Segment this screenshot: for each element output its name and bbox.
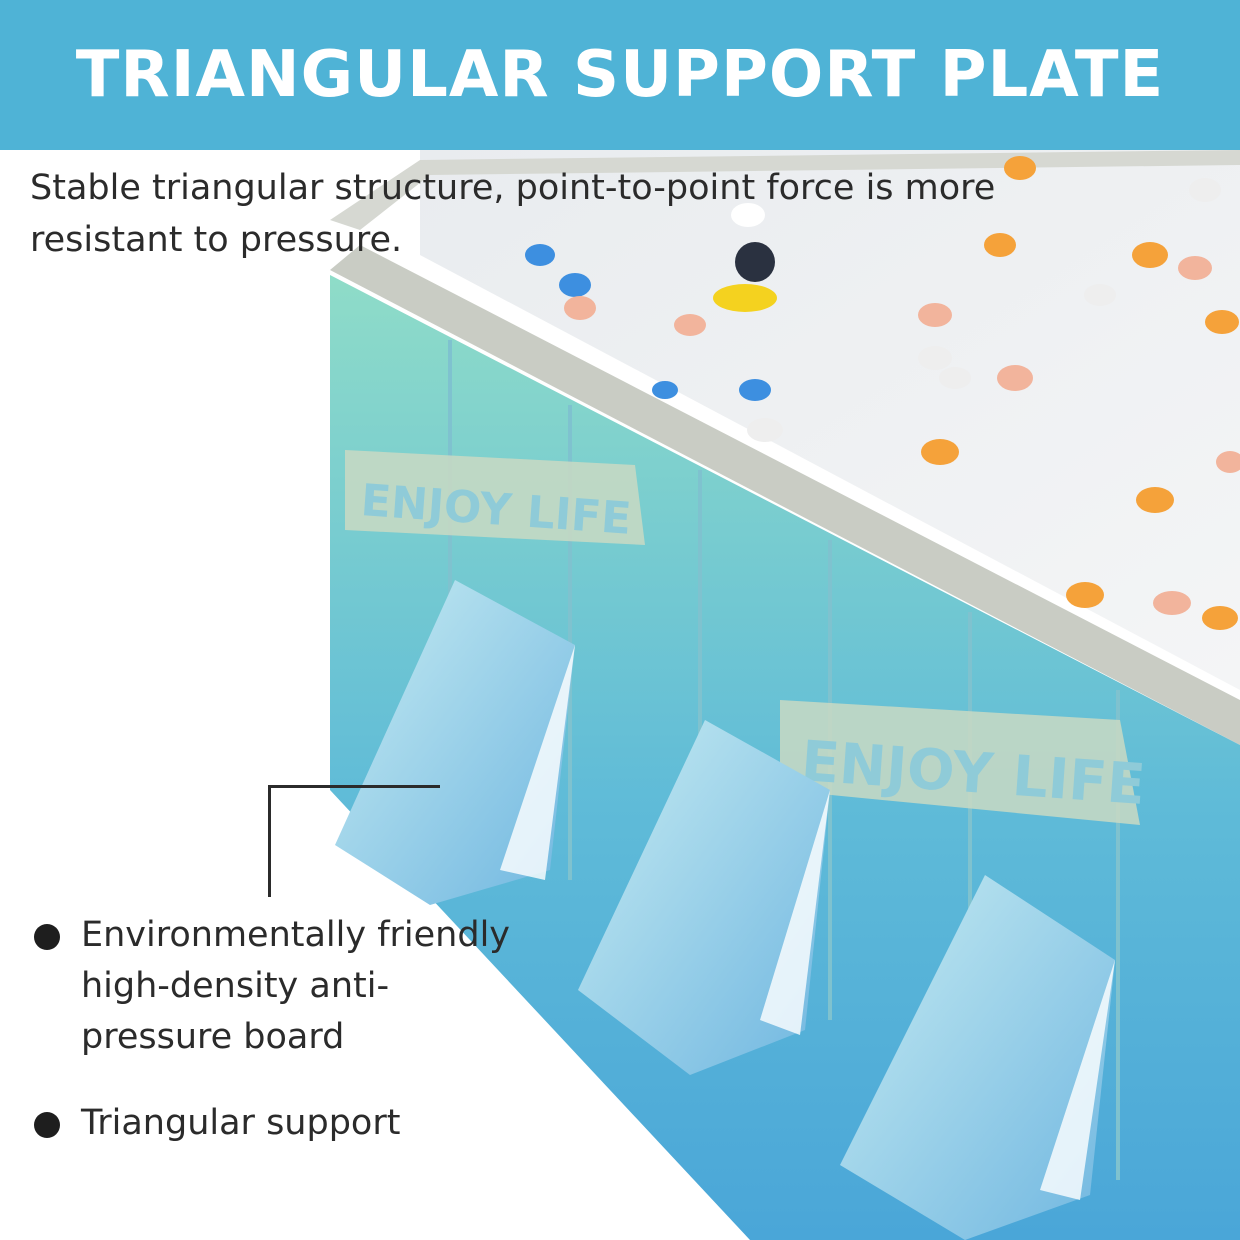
pool-rim xyxy=(330,245,1240,745)
feature-text: Triangular support xyxy=(81,1103,401,1143)
swimmer-figure xyxy=(713,242,777,312)
callout-leader-line xyxy=(268,785,440,897)
pool-back-rim xyxy=(330,150,1240,230)
feature-list: Environmentally friendly high-density an… xyxy=(34,910,511,1184)
title-banner: TRIANGULAR SUPPORT PLATE xyxy=(0,0,1240,150)
feature-item: Environmentally friendly high-density an… xyxy=(34,910,511,1063)
support-plate-3 xyxy=(840,875,1115,1240)
banner-title: TRIANGULAR SUPPORT PLATE xyxy=(75,38,1165,112)
support-plate-1 xyxy=(335,580,575,905)
pool-balls xyxy=(525,156,1240,630)
wall-print-1: ENJOY LIFE xyxy=(345,450,645,545)
description-text: Stable triangular structure, point-to-po… xyxy=(30,168,996,260)
support-plate-2 xyxy=(578,720,830,1075)
feature-item: Triangular support xyxy=(34,1098,511,1149)
wall-print-2: ENJOY LIFE xyxy=(780,700,1147,825)
feature-text: Environmentally friendly high-density an… xyxy=(81,915,511,1057)
pool-illustration: ENJOY LIFE ENJOY LIFE xyxy=(330,150,1240,1240)
pool-water xyxy=(420,150,1240,690)
bullet-icon xyxy=(34,924,60,950)
bullet-icon xyxy=(34,1112,60,1138)
